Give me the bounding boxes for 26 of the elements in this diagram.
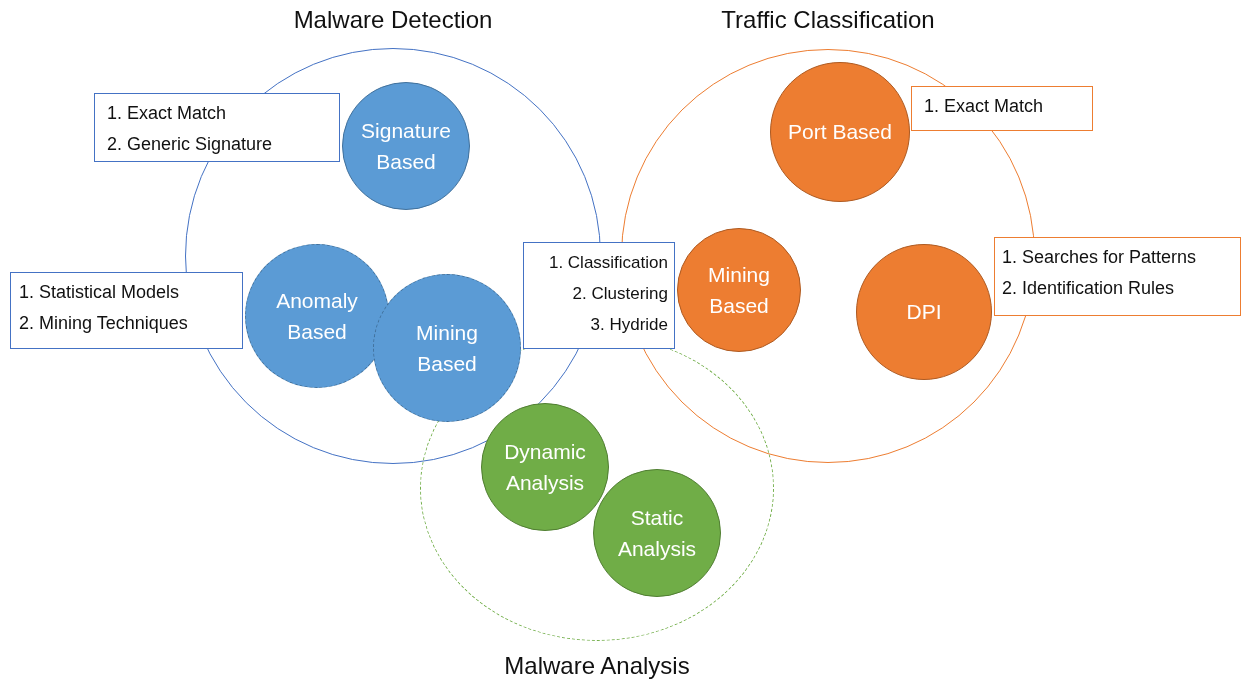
circle-label: DPI <box>906 299 942 326</box>
circle-label: Mining Based <box>707 261 771 319</box>
region-title: Malware Detection <box>293 6 493 34</box>
region-title: Traffic Classification <box>721 6 935 34</box>
note-box <box>10 272 243 349</box>
circle-label: Mining Based <box>415 319 479 377</box>
list-item: 1. Searches for Patterns <box>1002 246 1197 269</box>
circle-label: Signature Based <box>360 117 452 175</box>
list-item: 3. Hydride <box>590 314 668 336</box>
list-item: 1. Exact Match <box>924 95 1044 118</box>
circle-label: Dynamic Analysis <box>503 438 587 496</box>
list-item: 1. Statistical Models <box>19 281 180 304</box>
note-box <box>911 86 1093 131</box>
circle-label: Port Based <box>788 119 892 146</box>
circle-label: Anomaly Based <box>275 287 359 345</box>
list-item: 2. Identification Rules <box>1002 277 1175 300</box>
list-item: 2. Mining Techniques <box>19 312 188 335</box>
list-item: 2. Clustering <box>572 283 668 305</box>
region-title: Malware Analysis <box>504 652 690 679</box>
note-box <box>94 93 340 162</box>
note-box <box>523 242 675 349</box>
list-item: 1. Exact Match <box>107 102 227 125</box>
note-box <box>994 237 1241 316</box>
circle-label: Static Analysis <box>616 504 698 562</box>
list-item: 2. Generic Signature <box>107 133 273 156</box>
list-item: 1. Classification <box>548 252 668 274</box>
